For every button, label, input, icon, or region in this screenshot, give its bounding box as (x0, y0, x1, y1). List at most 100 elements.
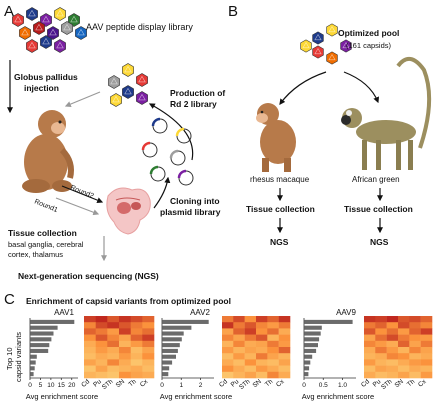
heatmap-cell (278, 322, 291, 329)
heatmap-column-label: Cd (80, 378, 91, 389)
heatmap-column-label: STh (380, 378, 394, 391)
macaque-illustration-b (256, 103, 296, 172)
tissue-collection-title-a: Tissue collection (8, 228, 77, 238)
enrichment-bar (30, 337, 52, 342)
heatmap-cell (222, 334, 234, 342)
heatmap-cell (233, 316, 245, 323)
heatmap-cell (142, 322, 155, 329)
heatmap-cell (119, 359, 131, 366)
enrichment-bar (304, 319, 353, 324)
heatmap-column-label: Pu (92, 378, 103, 389)
x-tick-label: 2 (199, 382, 203, 389)
enrichment-bar (30, 325, 58, 330)
heatmap-cell (398, 334, 410, 342)
heatmap-cell (84, 359, 96, 366)
heatmap-cell (233, 371, 245, 379)
capsid-icon (47, 26, 59, 40)
heatmap-cell (398, 328, 410, 335)
heatmap-cell (84, 353, 96, 360)
macaque-illustration-a (22, 110, 74, 193)
enrichment-bar (30, 372, 34, 377)
enrichment-bar (30, 360, 36, 365)
capsid-icon (340, 39, 352, 53)
heatmap-cell (386, 353, 399, 360)
capsid-icon (40, 35, 52, 49)
capsid-icon (108, 75, 120, 89)
capsid-icon (312, 31, 324, 45)
heatmap-cell (256, 328, 268, 335)
heatmap-cell (420, 316, 433, 323)
heatmap-cell (398, 347, 410, 354)
heatmap-cell (409, 347, 421, 354)
heatmap-cell (375, 328, 387, 335)
heatmap-cell (386, 347, 399, 354)
heatmap-cell (398, 322, 410, 329)
enrichment-bar (162, 319, 209, 324)
x-axis-label: Avg enrichment score (160, 392, 232, 401)
x-tick-label: 1.0 (338, 382, 347, 389)
heatmap-cell (222, 365, 234, 373)
heatmap-column-label: Pu (230, 378, 241, 389)
heatmap-cell (119, 353, 131, 360)
enrichment-bar (304, 360, 311, 365)
production-arrow (148, 103, 194, 161)
heatmap-cell (364, 359, 376, 366)
heatmap-cell (142, 347, 155, 354)
heatmap-cell (95, 328, 108, 335)
heatmap-cell (420, 334, 433, 342)
enrichment-bar (30, 319, 75, 324)
enrichment-bar (162, 348, 178, 353)
enrichment-bar (162, 360, 173, 365)
heatmap-cell (364, 340, 376, 348)
enrichment-bar (30, 366, 35, 371)
ylabel-line2: capsid variants (14, 332, 23, 382)
heatmap-cell (375, 353, 387, 360)
enrichment-bar (304, 331, 321, 336)
x-tick-label: 1 (179, 382, 183, 389)
heatmap-cell (244, 347, 257, 354)
heatmap-cell (364, 316, 376, 323)
ngs-label-left: NGS (270, 237, 289, 247)
round2-arrow (61, 185, 104, 204)
heatmap-cell (420, 353, 433, 360)
heatmap-cell (233, 328, 245, 335)
x-tick-label: 0 (160, 382, 164, 389)
plasmid-icon (141, 141, 158, 158)
heatmap-cell (119, 347, 131, 354)
heatmap-cell (375, 359, 387, 366)
heatmap-cell (375, 371, 387, 379)
enrichment-bar (162, 354, 176, 359)
heatmap-cell (107, 328, 120, 335)
x-tick-label: 0 (28, 382, 32, 389)
x-axis-label: Avg enrichment score (302, 392, 374, 401)
heatmap-cell (84, 365, 96, 373)
heatmap-cell (233, 359, 245, 366)
heatmap-cell (278, 371, 291, 379)
enrichment-bar (162, 331, 184, 336)
heatmap-cell (244, 359, 257, 366)
heatmap-cell (409, 371, 421, 379)
heatmap-column-label: Th (264, 378, 275, 388)
heatmap-cell (95, 365, 108, 373)
heatmap-cell (142, 340, 155, 348)
heatmap-cell (130, 347, 143, 354)
heatmap-cell (364, 365, 376, 373)
enrichment-bar (304, 348, 317, 353)
heatmap-cell (107, 322, 120, 329)
capsid-icon (40, 13, 52, 27)
heatmap-cell (375, 340, 387, 348)
capsid-icon (12, 13, 24, 27)
heatmap-cell (130, 328, 143, 335)
heatmap-cell (364, 334, 376, 342)
heatmap-cell (222, 359, 234, 366)
plasmid-icon (175, 127, 192, 144)
heatmap-cell (222, 316, 234, 323)
brain-section-illustration (106, 187, 151, 235)
heatmap-cell (398, 359, 410, 366)
heatmap-cell (267, 371, 279, 379)
capsid-icon (136, 91, 148, 105)
heatmap-column-label: Cx (417, 378, 428, 389)
plasmid-icon (151, 117, 168, 134)
heatmap-column-label: SN (115, 378, 127, 389)
